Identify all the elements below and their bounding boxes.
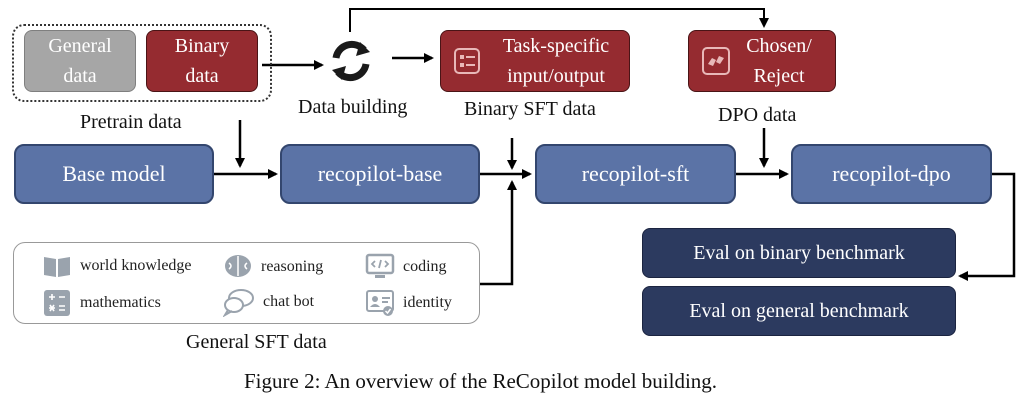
base-model-label: Base model — [62, 161, 166, 186]
eval-general-box: Eval on general benchmark — [642, 286, 956, 336]
sft-item-world-knowledge: world knowledge — [42, 253, 192, 279]
base-model-box: Base model — [14, 144, 214, 204]
sft-item-label: identity — [403, 294, 452, 311]
binary-data-box: Binary data — [146, 30, 258, 92]
sft-item-chat-bot: chat bot — [223, 287, 314, 317]
sft-item-label: mathematics — [80, 294, 161, 311]
dpo-box-label: Chosen/ Reject — [746, 35, 812, 87]
eval-binary-label: Eval on binary benchmark — [693, 241, 905, 264]
book-icon — [44, 257, 70, 277]
refresh-icon — [332, 40, 370, 82]
dpo-box: Chosen/ Reject — [688, 30, 836, 92]
sft-item-label: world knowledge — [80, 257, 192, 274]
binary-sft-box-label: Task-specific input/output — [502, 35, 610, 87]
recopilot-sft-label: recopilot-sft — [581, 161, 690, 186]
recopilot-base-box: recopilot-base — [280, 144, 480, 204]
sft-item-label: coding — [403, 258, 447, 275]
pretrain-caption: Pretrain data — [80, 111, 182, 133]
calculator-icon — [44, 290, 70, 316]
sft-item-reasoning: reasoning — [223, 253, 323, 281]
list-icon — [454, 48, 480, 74]
chat-icon — [223, 289, 254, 317]
arrow-general-sft-up — [480, 180, 517, 286]
pretrain-group — [12, 24, 272, 102]
data-building-caption: Data building — [298, 96, 408, 118]
sft-item-coding: coding — [365, 253, 447, 281]
general-data-label: General data — [48, 35, 112, 87]
id-card-icon — [366, 290, 394, 316]
binary-sft-caption: Binary SFT data — [464, 98, 596, 120]
general-data-box: General data — [24, 30, 136, 92]
dpo-caption: DPO data — [718, 104, 797, 126]
arrow-building-to-dpo — [349, 8, 769, 32]
eval-general-label: Eval on general benchmark — [689, 299, 909, 322]
binary-data-label: Binary data — [174, 35, 230, 87]
sft-item-identity: identity — [365, 289, 452, 317]
general-sft-group — [13, 242, 480, 324]
sft-item-mathematics: mathematics — [42, 289, 161, 317]
recopilot-sft-box: recopilot-sft — [535, 144, 736, 204]
code-icon — [365, 253, 395, 278]
recopilot-dpo-label: recopilot-dpo — [832, 161, 951, 186]
sft-item-label: reasoning — [261, 258, 324, 275]
recopilot-base-label: recopilot-base — [317, 161, 443, 186]
arrow-dpo-to-eval — [958, 172, 1016, 281]
thumbs-icon — [702, 47, 730, 75]
eval-binary-box: Eval on binary benchmark — [642, 228, 956, 278]
recopilot-dpo-box: recopilot-dpo — [791, 144, 992, 204]
sft-item-label: chat bot — [263, 293, 315, 310]
binary-sft-box: Task-specific input/output — [440, 30, 630, 92]
brain-icon — [225, 255, 251, 277]
general-sft-caption: General SFT data — [186, 331, 327, 353]
figure-caption: Figure 2: An overview of the ReCopilot m… — [244, 369, 718, 393]
